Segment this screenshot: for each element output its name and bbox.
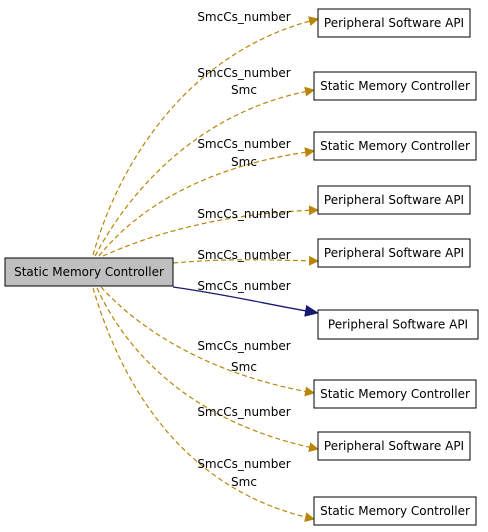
edge-label-1-1: SmcCs_number — [197, 10, 290, 24]
edge-label-5-1: SmcCs_number — [197, 248, 290, 262]
target-nodes: Peripheral Software API Static Memory Con… — [313, 8, 479, 526]
target-node-label: Peripheral Software API — [324, 193, 464, 207]
edge-1 — [92, 16, 319, 256]
edge-2 — [94, 86, 315, 257]
edge-5 — [172, 255, 319, 266]
edge-label-2-1: SmcCs_number — [197, 66, 290, 80]
target-node-2[interactable]: Static Memory Controller — [313, 71, 477, 101]
target-node-box — [313, 131, 477, 161]
target-node-4[interactable]: Peripheral Software API — [317, 185, 471, 215]
target-node-box — [317, 309, 479, 340]
target-node-label: Peripheral Software API — [324, 246, 464, 260]
edge-8 — [96, 287, 319, 453]
target-node-label: Peripheral Software API — [328, 318, 468, 332]
target-node-label: Static Memory Controller — [320, 79, 470, 93]
edge-6 — [172, 286, 319, 317]
target-node-box — [317, 185, 471, 215]
edge-9 — [92, 287, 315, 522]
edge-label-7-1: SmcCs_number — [197, 339, 290, 353]
target-node-label: Static Memory Controller — [320, 387, 470, 401]
edge-label-9-1: SmcCs_number — [197, 457, 290, 471]
edge-label-6-1: SmcCs_number — [197, 279, 290, 293]
edge-label-3-2: Smc — [231, 155, 257, 169]
target-node-label: Static Memory Controller — [320, 504, 470, 518]
target-node-8[interactable]: Peripheral Software API — [317, 431, 471, 461]
target-node-box — [317, 8, 471, 38]
center-node-box — [4, 257, 174, 287]
target-node-5[interactable]: Peripheral Software API — [317, 238, 471, 268]
edge-4 — [102, 205, 319, 257]
edge-label-9-2: Smc — [231, 475, 257, 489]
target-node-label: Static Memory Controller — [320, 139, 470, 153]
center-node[interactable]: Static Memory Controller — [4, 257, 174, 287]
edges — [92, 16, 319, 522]
edge-label-4-1: SmcCs_number — [197, 207, 290, 221]
target-node-label: Peripheral Software API — [324, 439, 464, 453]
edge-7 — [100, 286, 315, 397]
target-node-3[interactable]: Static Memory Controller — [313, 131, 477, 161]
center-node-label: Static Memory Controller — [14, 265, 164, 279]
edge-3 — [98, 147, 315, 257]
target-node-9[interactable]: Static Memory Controller — [313, 496, 477, 526]
edge-label-3-1: SmcCs_number — [197, 137, 290, 151]
target-node-box — [317, 431, 471, 461]
target-node-1[interactable]: Peripheral Software API — [317, 8, 471, 38]
target-node-box — [313, 71, 477, 101]
edge-label-7-2: Smc — [231, 360, 257, 374]
target-node-label: Peripheral Software API — [324, 16, 464, 30]
edge-label-8-1: SmcCs_number — [197, 405, 290, 419]
edge-label-2-2: Smc — [231, 83, 257, 97]
target-node-box — [313, 496, 477, 526]
target-node-box — [313, 379, 477, 409]
target-node-6[interactable]: Peripheral Software API — [317, 309, 479, 340]
target-node-box — [317, 238, 471, 268]
target-node-7[interactable]: Static Memory Controller — [313, 379, 477, 409]
edge-labels: SmcCs_numberSmcCs_numberSmcSmcCs_numberS… — [197, 10, 290, 489]
